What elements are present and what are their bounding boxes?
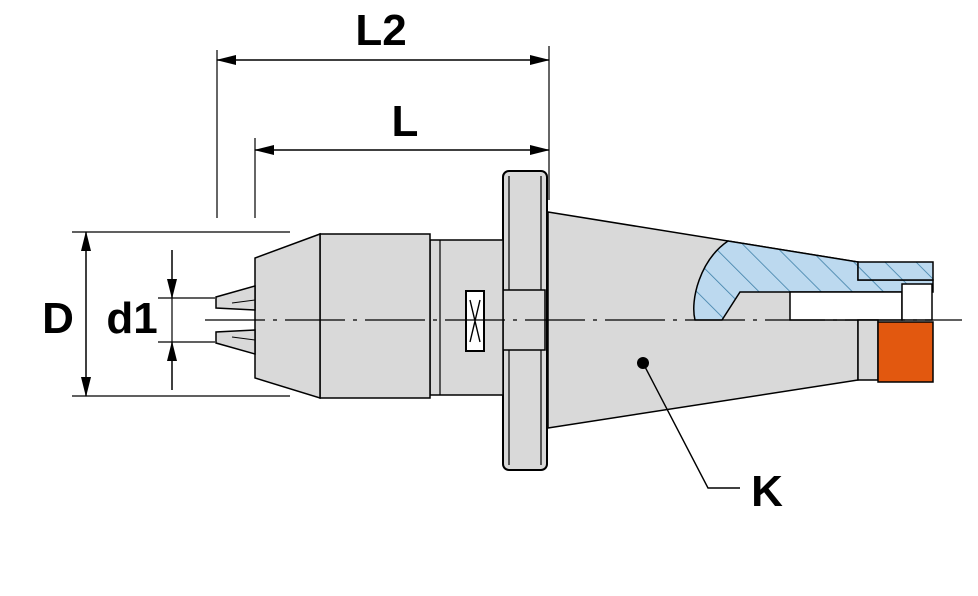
shank-tail [857, 319, 879, 381]
key-slot-cross [469, 299, 481, 343]
retention-thread [857, 261, 934, 281]
chuck-body [319, 233, 431, 399]
chuck-jaw-upper [215, 285, 256, 311]
label-D: D [42, 294, 74, 343]
bore-end-step [901, 283, 933, 321]
taper-section-hatched [693, 240, 934, 321]
label-K: K [751, 467, 783, 516]
label-L: L [392, 97, 419, 146]
chuck-nose [254, 232, 321, 400]
taper-bore [789, 291, 903, 321]
chuck-jaw-lower [215, 329, 256, 355]
jaw-inner-line-lower [231, 336, 256, 341]
jaw-inner-line-upper [231, 299, 256, 304]
label-d1: d1 [106, 294, 157, 343]
label-L2: L2 [355, 6, 406, 55]
drive-key-insert [877, 321, 934, 383]
leader-line-K [642, 362, 740, 489]
